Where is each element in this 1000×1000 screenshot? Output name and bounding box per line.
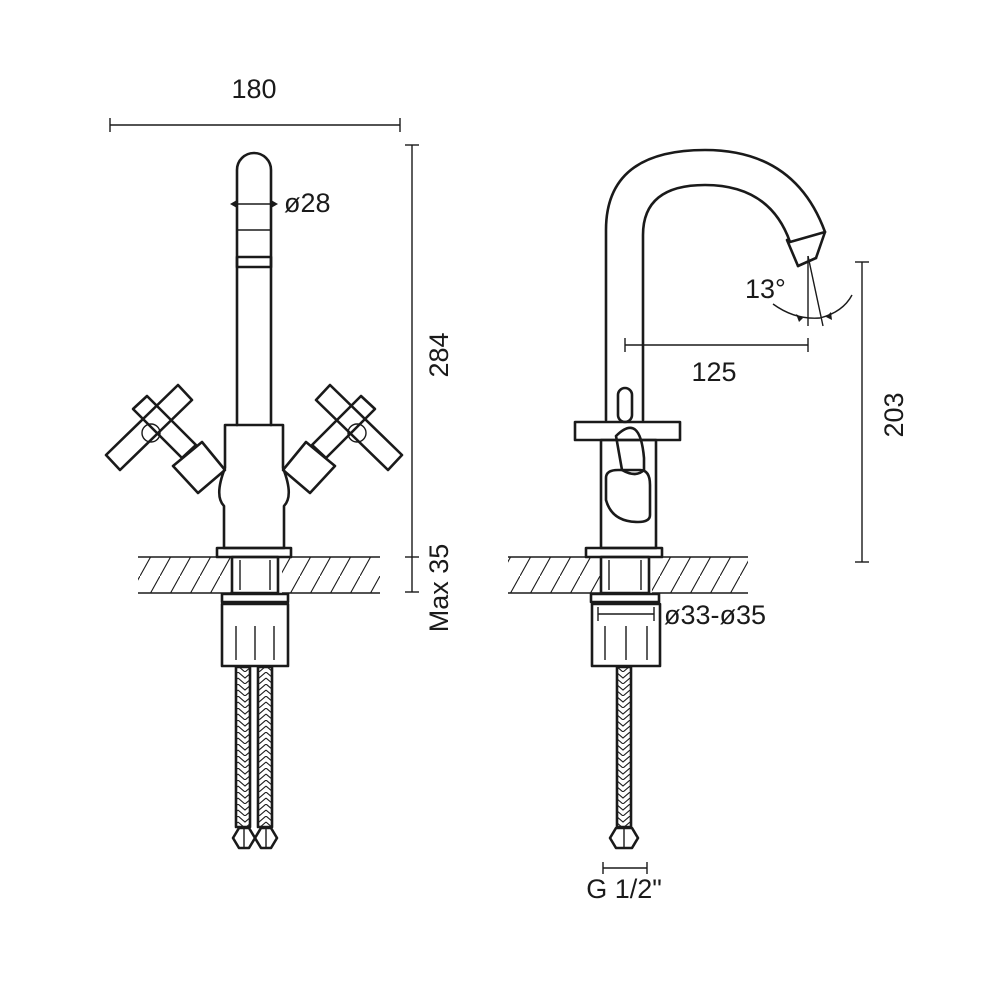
left-handle-arm <box>171 440 227 495</box>
side-gooseneck-spout <box>604 148 827 422</box>
deck-thickness-label: Max 35 <box>424 544 454 633</box>
front-view <box>104 151 404 850</box>
hole-diameter-label: ø33-ø35 <box>664 600 766 630</box>
front-base-flange <box>215 546 293 559</box>
side-countertop <box>508 556 748 594</box>
side-lever <box>614 426 646 476</box>
reach-dimension: 125 <box>624 338 809 387</box>
side-hose-nut <box>608 826 640 850</box>
front-aerator-ring <box>235 255 273 269</box>
diameter-label: ø28 <box>284 188 331 218</box>
front-spout <box>235 151 273 427</box>
side-body <box>599 438 658 550</box>
front-washer <box>220 592 290 604</box>
front-hose-right <box>256 665 274 829</box>
left-cross-handle <box>104 383 198 472</box>
front-countertop <box>138 556 380 594</box>
connection-label: G 1/2" <box>586 874 662 904</box>
spout-height-label: 203 <box>879 392 909 437</box>
side-view <box>508 148 827 850</box>
hole-diameter-dimension: ø33-ø35 <box>597 600 766 630</box>
height-label: 284 <box>424 332 454 377</box>
side-body-recess <box>604 468 652 524</box>
right-cross-handle <box>310 383 404 472</box>
side-washer <box>589 592 661 604</box>
diameter-dimension: ø28 <box>230 188 331 218</box>
width-label: 180 <box>231 74 276 104</box>
side-cross-handle <box>573 420 682 442</box>
reach-label: 125 <box>691 357 736 387</box>
side-hose <box>615 665 633 829</box>
side-spout-tip <box>785 238 800 268</box>
side-base-flange <box>584 546 664 559</box>
front-hose-left <box>234 665 252 829</box>
side-handle-stem <box>616 386 634 424</box>
front-hose-nuts <box>231 826 279 850</box>
angle-label: 13° <box>745 274 786 304</box>
front-fixing-nut <box>220 602 290 668</box>
width-dimension: 180 <box>109 74 401 132</box>
height-dimension: 284 Max 35 <box>405 144 454 633</box>
right-handle-arm <box>281 440 337 495</box>
connection-dimension: G 1/2" <box>586 862 662 904</box>
front-body <box>217 423 291 550</box>
spout-height-dimension: 203 <box>855 261 909 563</box>
angle-dimension: 13° <box>745 255 853 327</box>
